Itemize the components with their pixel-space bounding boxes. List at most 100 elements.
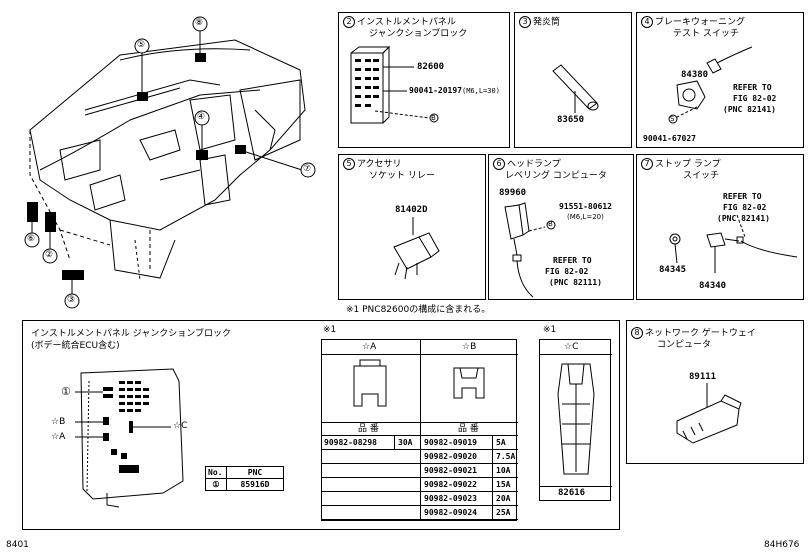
brake-switch-drawing [668, 46, 753, 124]
pnc-row-val: 85916D [226, 478, 284, 491]
panel-2-part-82600: 82600 [417, 62, 445, 72]
fuse-b-amp-divider [492, 435, 493, 520]
fuse-b-part: 90982-09023 [424, 494, 477, 503]
note-text: ※1 PNC82600の構成に含まれる。 [346, 305, 491, 315]
panel-6-part-89960: 89960 [499, 188, 527, 198]
panel-2-part-90041: 90041-20197(M6,L=30) [409, 86, 500, 95]
fuse-a-amp: 30A [398, 438, 413, 447]
fuse-b-row-divider [322, 477, 518, 478]
dashboard-drawing [24, 16, 316, 309]
callout-8: ⑧ [195, 18, 204, 28]
junction-detail-drawing [75, 368, 184, 508]
panel-8-part-89111: 89111 [689, 372, 717, 382]
panel-4-ref-line1: REFER TO [733, 83, 772, 92]
fuse-col-a: ☆A [362, 342, 377, 352]
panel-4-part-90041: 90041-67027 [643, 134, 696, 143]
gateway-computer-drawing [676, 383, 742, 444]
panel-3-number: 3 [519, 16, 531, 28]
junction-label-a: ☆A [51, 432, 66, 442]
fuse-c-part: 82616 [558, 488, 586, 498]
panel-2-number: 2 [343, 16, 355, 28]
junction-label-c: ☆C [173, 421, 188, 431]
flare-drawing [552, 64, 599, 113]
fuse-b-row-divider [322, 491, 518, 492]
fuse-b-amp: 20A [496, 494, 511, 503]
fuse-c-mark: ※1 [543, 325, 557, 335]
callout-3: ③ [67, 295, 76, 305]
junction-label-b: ☆B [51, 417, 66, 427]
fuse-b-row-divider [322, 505, 518, 506]
fuse-b-amp: 5A [496, 438, 506, 447]
panel-6-part-91551: 91551-80612 [559, 202, 612, 211]
panel-7-ref-line3: (PNC 82141) [717, 214, 770, 223]
fuse-c-table: ☆C 82616 [539, 339, 612, 501]
fuse-b-part: 90982-09022 [424, 480, 477, 489]
panel-4-part-84380: 84380 [681, 70, 709, 80]
panel-7-part-84340: 84340 [699, 281, 727, 291]
panel-7-ref-line1: REFER TO [723, 192, 762, 201]
panel-6-ref-line1: REFER TO [553, 256, 592, 265]
fuse-b-amp: 10A [496, 466, 511, 475]
fuse-b-part: 90982-09019 [424, 438, 477, 447]
fuse-table: ☆A ☆B 品 番 品 番 90982-08298 30A 90982-0901… [321, 339, 518, 521]
stop-lamp-switch-drawing [669, 214, 798, 273]
junction-subtitle: (ボデー統合ECU含む) [31, 341, 120, 351]
fuse-header-b: 品 番 [458, 424, 479, 434]
panel-8-number: 8 [631, 327, 643, 339]
panel-7-part-84345: 84345 [659, 265, 687, 275]
panel-6-title-2: レベリング コンピュータ [505, 171, 607, 181]
panel-4-ref-line3: (PNC 82141) [723, 105, 776, 114]
fuse-b-amp: 25A [496, 508, 511, 517]
junction-block-detail: インストルメントパネル ジャンクションブロック (ボデー統合ECU含む) ① ☆… [22, 320, 620, 530]
callout-5: ⑤ [137, 40, 146, 50]
pnc-row-no: ① [205, 478, 227, 491]
fuse-b-part: 90982-09024 [424, 508, 477, 517]
footer-left: 8401 [6, 540, 29, 550]
panel-5-title-2: ソケット リレー [369, 171, 435, 181]
leveling-computer-drawing [504, 202, 556, 298]
panel-6-part-91551-spec: (M6,L=20) [567, 213, 604, 221]
fuse-b-part: 90982-09020 [424, 452, 477, 461]
panel-4-title-2: テスト スイッチ [673, 29, 739, 39]
pnc-header-no: No. [205, 466, 227, 479]
fuse-b-amp: 15A [496, 480, 511, 489]
pnc-header-pnc: PNC [226, 466, 284, 479]
fuse-a-part: 90982-08298 [324, 438, 377, 447]
callout-6: ⑥ [27, 234, 36, 244]
fuse-col-b: ☆B [462, 342, 477, 352]
panel-8-title-2: コンピュータ [657, 340, 712, 350]
panel-4-mark-s: S [670, 115, 675, 123]
panel-6-ref-line3: (PNC 82111) [549, 278, 602, 287]
fuse-icons [353, 359, 485, 407]
fuse-b-amp: 7.5A [496, 452, 516, 461]
panel-6-ref-line2: FIG 82-02 [545, 267, 589, 276]
panel-3-part-83650: 83650 [557, 115, 585, 125]
panel-6-mark-b: B [548, 220, 553, 228]
callout-4: ④ [197, 112, 206, 122]
panel-7-title-2: スイッチ [683, 171, 720, 181]
panel-6-number: 6 [493, 158, 505, 170]
panel-2-mark-b: B [431, 114, 436, 122]
fuse-b-row-divider [322, 449, 518, 450]
fuse-table-mark: ※1 [323, 325, 337, 335]
panel-2-title-2: ジャンクションブロック [369, 29, 468, 39]
fuse-header-a: 品 番 [358, 424, 379, 434]
junction-label-1: ① [61, 385, 71, 398]
panel-5-part-81402d: 81402D [395, 205, 428, 215]
fuse-b-part: 90982-09021 [424, 466, 477, 475]
footer-right: 84H676 [764, 540, 800, 550]
panel-4-number: 4 [641, 16, 653, 28]
